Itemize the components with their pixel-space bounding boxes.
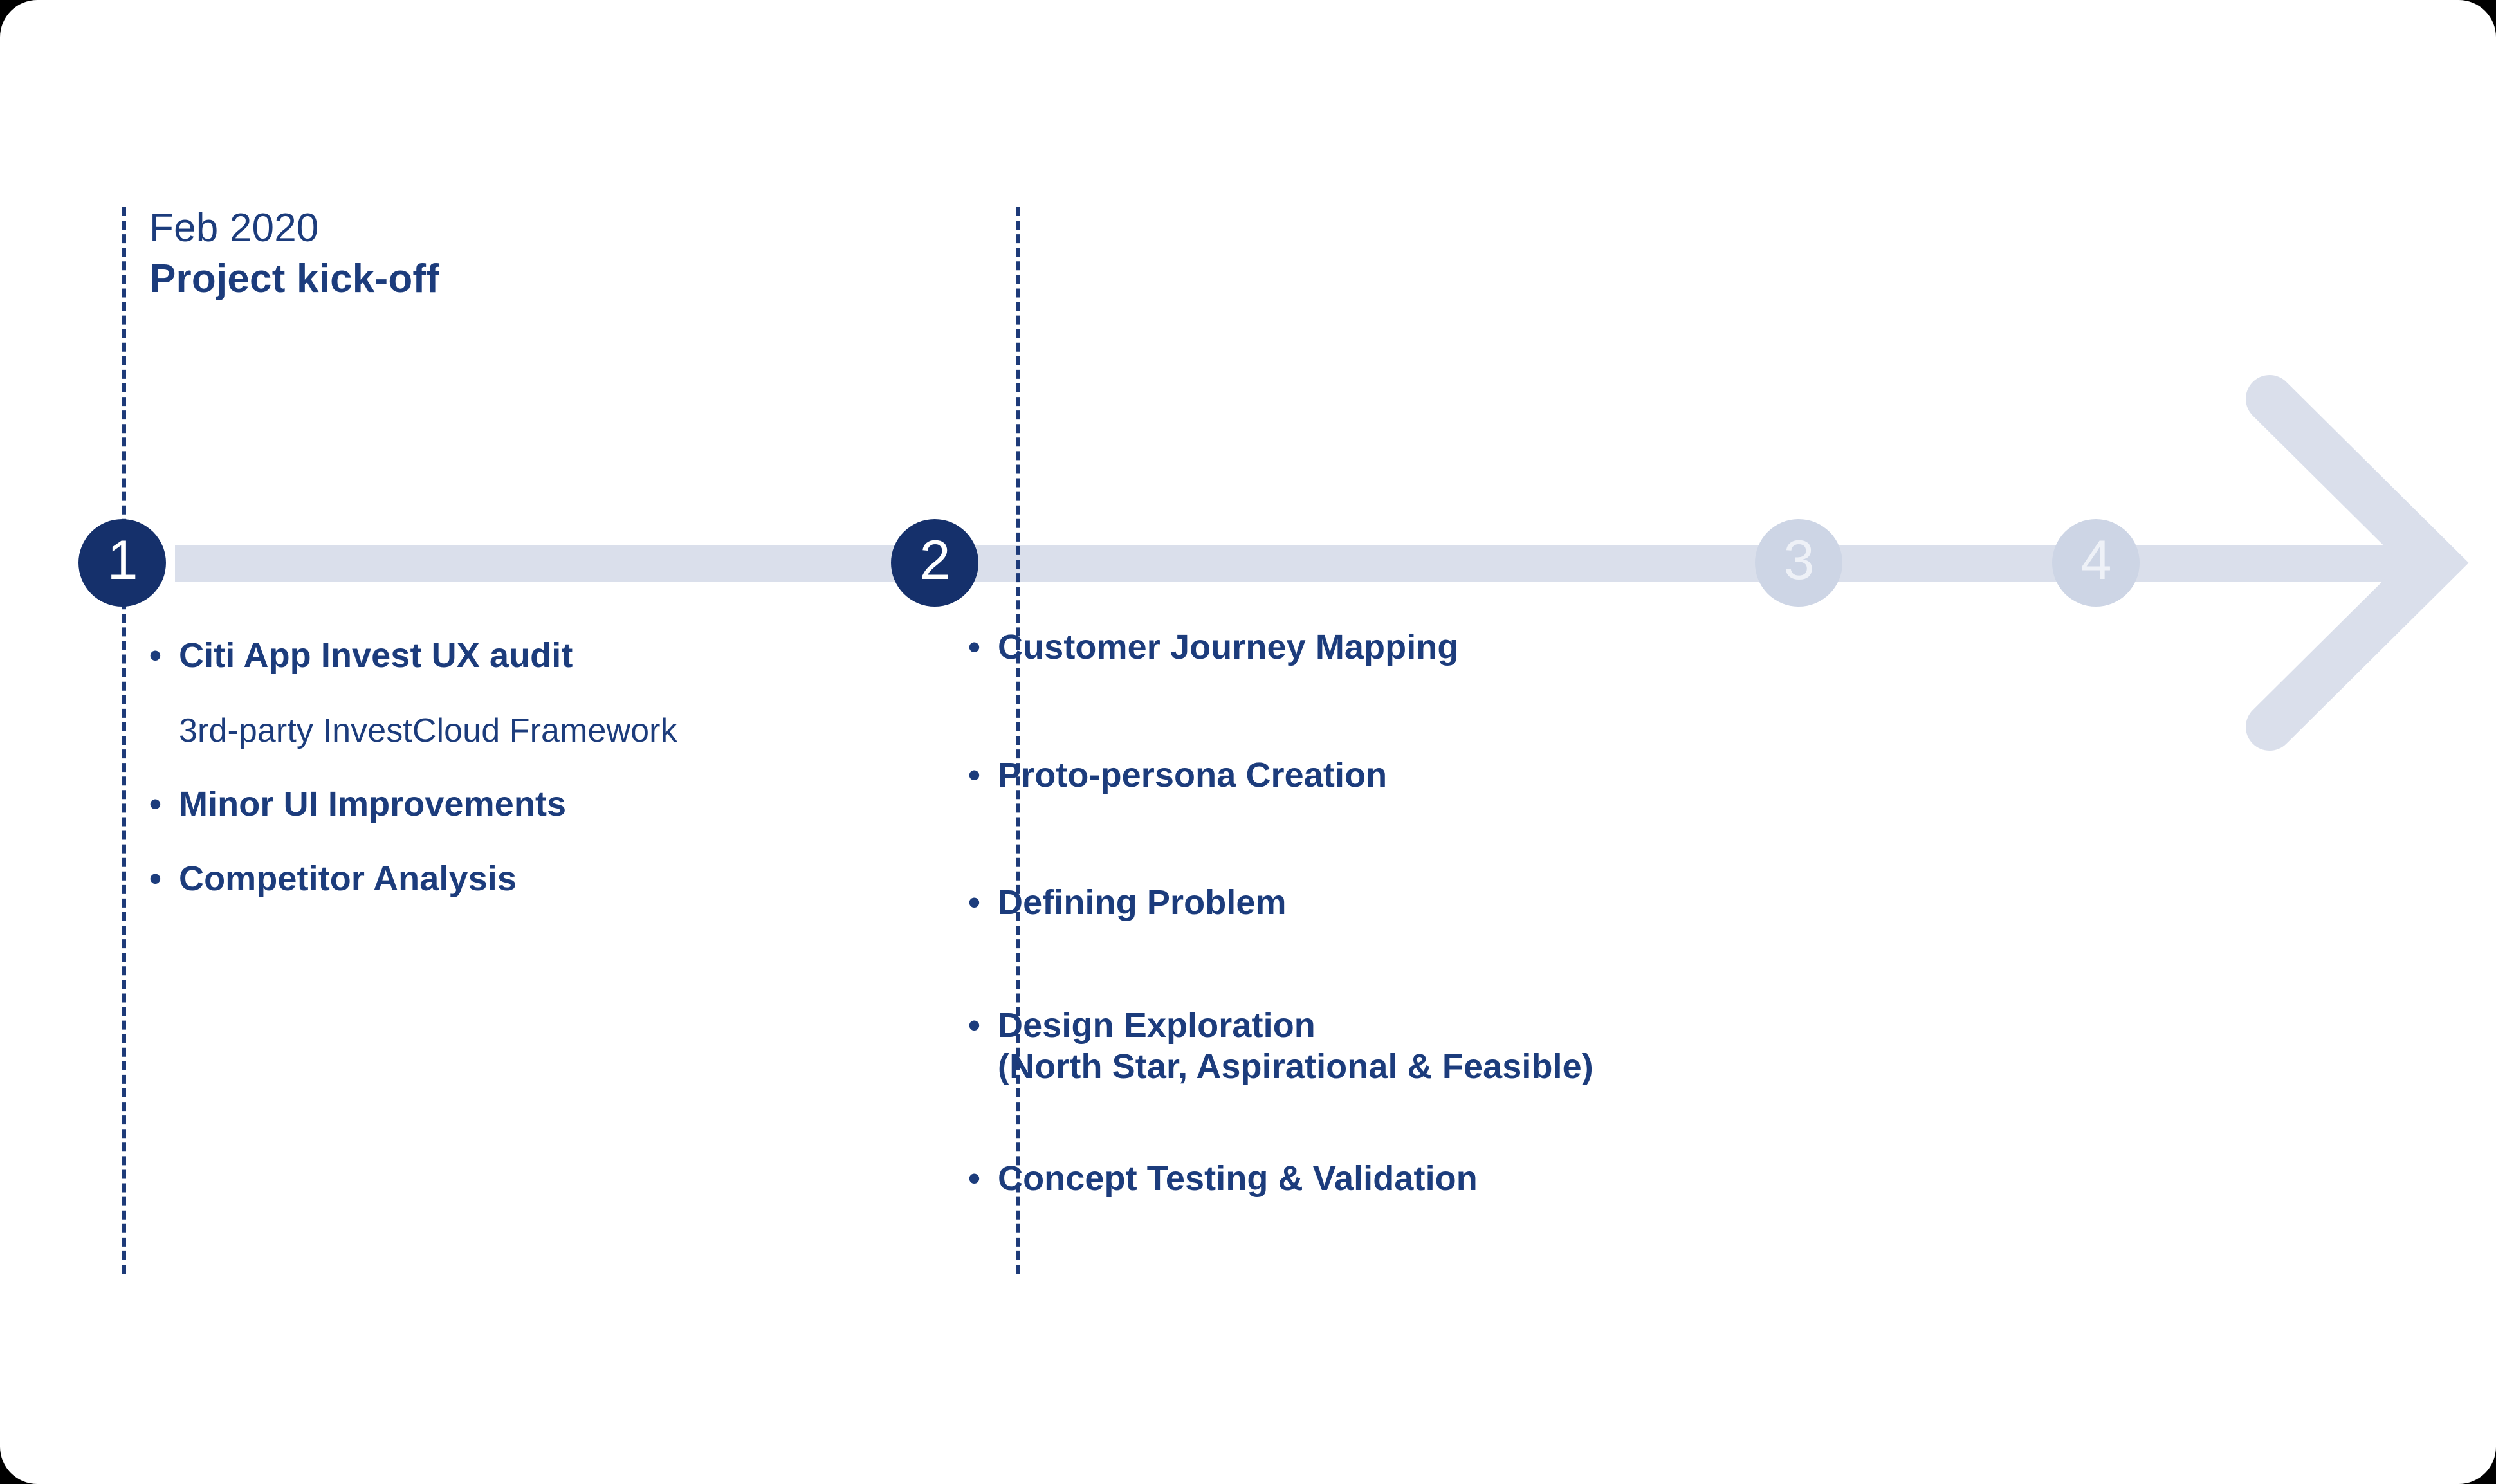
bullet-icon: • bbox=[968, 1159, 980, 1198]
timeline-marker-4-label: 4 bbox=[2080, 529, 2112, 591]
phase-1-date: Feb 2020 bbox=[149, 206, 319, 250]
timeline-marker-2[interactable]: 2 bbox=[891, 519, 978, 607]
list-item-label: Customer Journey Mapping bbox=[998, 628, 1459, 666]
bullet-icon: • bbox=[149, 785, 161, 824]
timeline-marker-1-label: 1 bbox=[107, 529, 138, 591]
list-item: • Customer Journey Mapping bbox=[968, 627, 1843, 668]
list-item: • Citi App Invest UX audit bbox=[149, 636, 973, 677]
bullet-icon: • bbox=[968, 1006, 980, 1045]
timeline-marker-3-label: 3 bbox=[1783, 529, 1815, 591]
list-item: • Defining Problem bbox=[968, 883, 1843, 924]
list-item: • Minor UI Improvements bbox=[149, 784, 973, 825]
guide-line-phase-2 bbox=[1016, 207, 1020, 1274]
phase-1-heading: Feb 2020 Project kick-off bbox=[149, 205, 439, 302]
phase-1-list: • Citi App Invest UX audit 3rd-party Inv… bbox=[149, 636, 973, 900]
list-item: • Design Exploration (North Star, Aspira… bbox=[968, 1005, 1843, 1087]
list-item-label: Design Exploration (North Star, Aspirati… bbox=[998, 1006, 1593, 1086]
list-item-label: Citi App Invest UX audit bbox=[179, 636, 573, 675]
timeline-marker-1[interactable]: 1 bbox=[78, 519, 166, 607]
list-item-label: Competitor Analysis bbox=[179, 859, 517, 898]
list-item-label: Proto-persona Creation bbox=[998, 755, 1388, 794]
timeline-track-bar bbox=[175, 545, 2420, 582]
list-item-label: Minor UI Improvements bbox=[179, 785, 567, 824]
timeline-marker-2-label: 2 bbox=[919, 529, 951, 591]
phase-2-list: • Customer Journey Mapping • Proto-perso… bbox=[968, 627, 1843, 1199]
phase-1-sub-note: 3rd-party InvestCloud Framework bbox=[179, 711, 677, 749]
bullet-icon: • bbox=[968, 883, 980, 922]
bullet-icon: • bbox=[149, 859, 161, 898]
list-item-label: Defining Problem bbox=[998, 883, 1287, 922]
list-item: • Concept Testing & Validation bbox=[968, 1159, 1843, 1200]
guide-line-phase-1 bbox=[122, 207, 126, 1274]
list-item-label: Concept Testing & Validation bbox=[998, 1159, 1478, 1198]
timeline-marker-3[interactable]: 3 bbox=[1755, 519, 1842, 607]
list-item: • Proto-persona Creation bbox=[968, 755, 1843, 796]
list-item: • Competitor Analysis bbox=[149, 859, 973, 900]
bullet-icon: • bbox=[968, 628, 980, 666]
bullet-icon: • bbox=[149, 636, 161, 675]
phase-1-title: Project kick-off bbox=[149, 257, 440, 302]
bullet-icon: • bbox=[968, 755, 980, 794]
timeline-marker-4[interactable]: 4 bbox=[2052, 519, 2140, 607]
